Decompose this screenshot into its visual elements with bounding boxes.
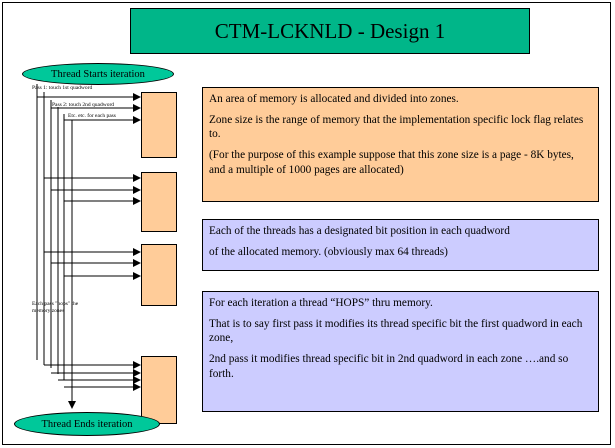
threads-panel-line-2: of the allocated memory. (obviously max … — [209, 245, 448, 258]
memory-zone-3 — [141, 244, 177, 306]
memory-panel-line-2: Zone size is the range of memory that th… — [209, 113, 584, 141]
hops-panel-line-1: For each iteration a thread “HOPS” thru … — [209, 297, 433, 309]
hops-panel: For each iteration a thread “HOPS” thru … — [202, 291, 599, 412]
slide-title: CTM-LCKNLD - Design 1 — [130, 8, 530, 54]
threads-panel-line-1: Each of the threads has a designated bit… — [209, 225, 510, 237]
hops-panel-line-2: That is to say first pass it modifies it… — [209, 317, 583, 345]
memory-zone-4 — [141, 356, 177, 424]
hops-annotation: Each pass "hops" the memory zones — [32, 301, 94, 314]
memory-panel-line-1: An area of memory is allocated and divid… — [209, 93, 459, 105]
memory-zone-1 — [141, 92, 177, 158]
thread-starts-label: Thread Starts iteration — [51, 68, 145, 80]
hops-annotation-text: Each pass "hops" the memory zones — [32, 301, 79, 314]
etc-annotation: Etc. etc. for each pass — [68, 113, 116, 119]
thread-bits-panel: Each of the threads has a designated bit… — [202, 219, 599, 271]
thread-ends-oval: Thread Ends iteration — [14, 412, 160, 436]
thread-ends-label: Thread Ends iteration — [41, 418, 133, 430]
pass1-annotation: Pass 1: touch 1st quadword — [32, 85, 93, 91]
memory-panel-line-3: (For the purpose of this example suppose… — [209, 149, 574, 176]
slide-title-text: CTM-LCKNLD - Design 1 — [214, 18, 446, 43]
hops-panel-line-3: 2nd pass it modifies thread specific bit… — [209, 353, 569, 380]
memory-zone-2 — [141, 172, 177, 232]
memory-zones-panel: An area of memory is allocated and divid… — [202, 87, 599, 202]
thread-starts-oval: Thread Starts iteration — [22, 63, 174, 85]
pass2-annotation: Pass 2: touch 2nd quadword — [52, 102, 115, 108]
